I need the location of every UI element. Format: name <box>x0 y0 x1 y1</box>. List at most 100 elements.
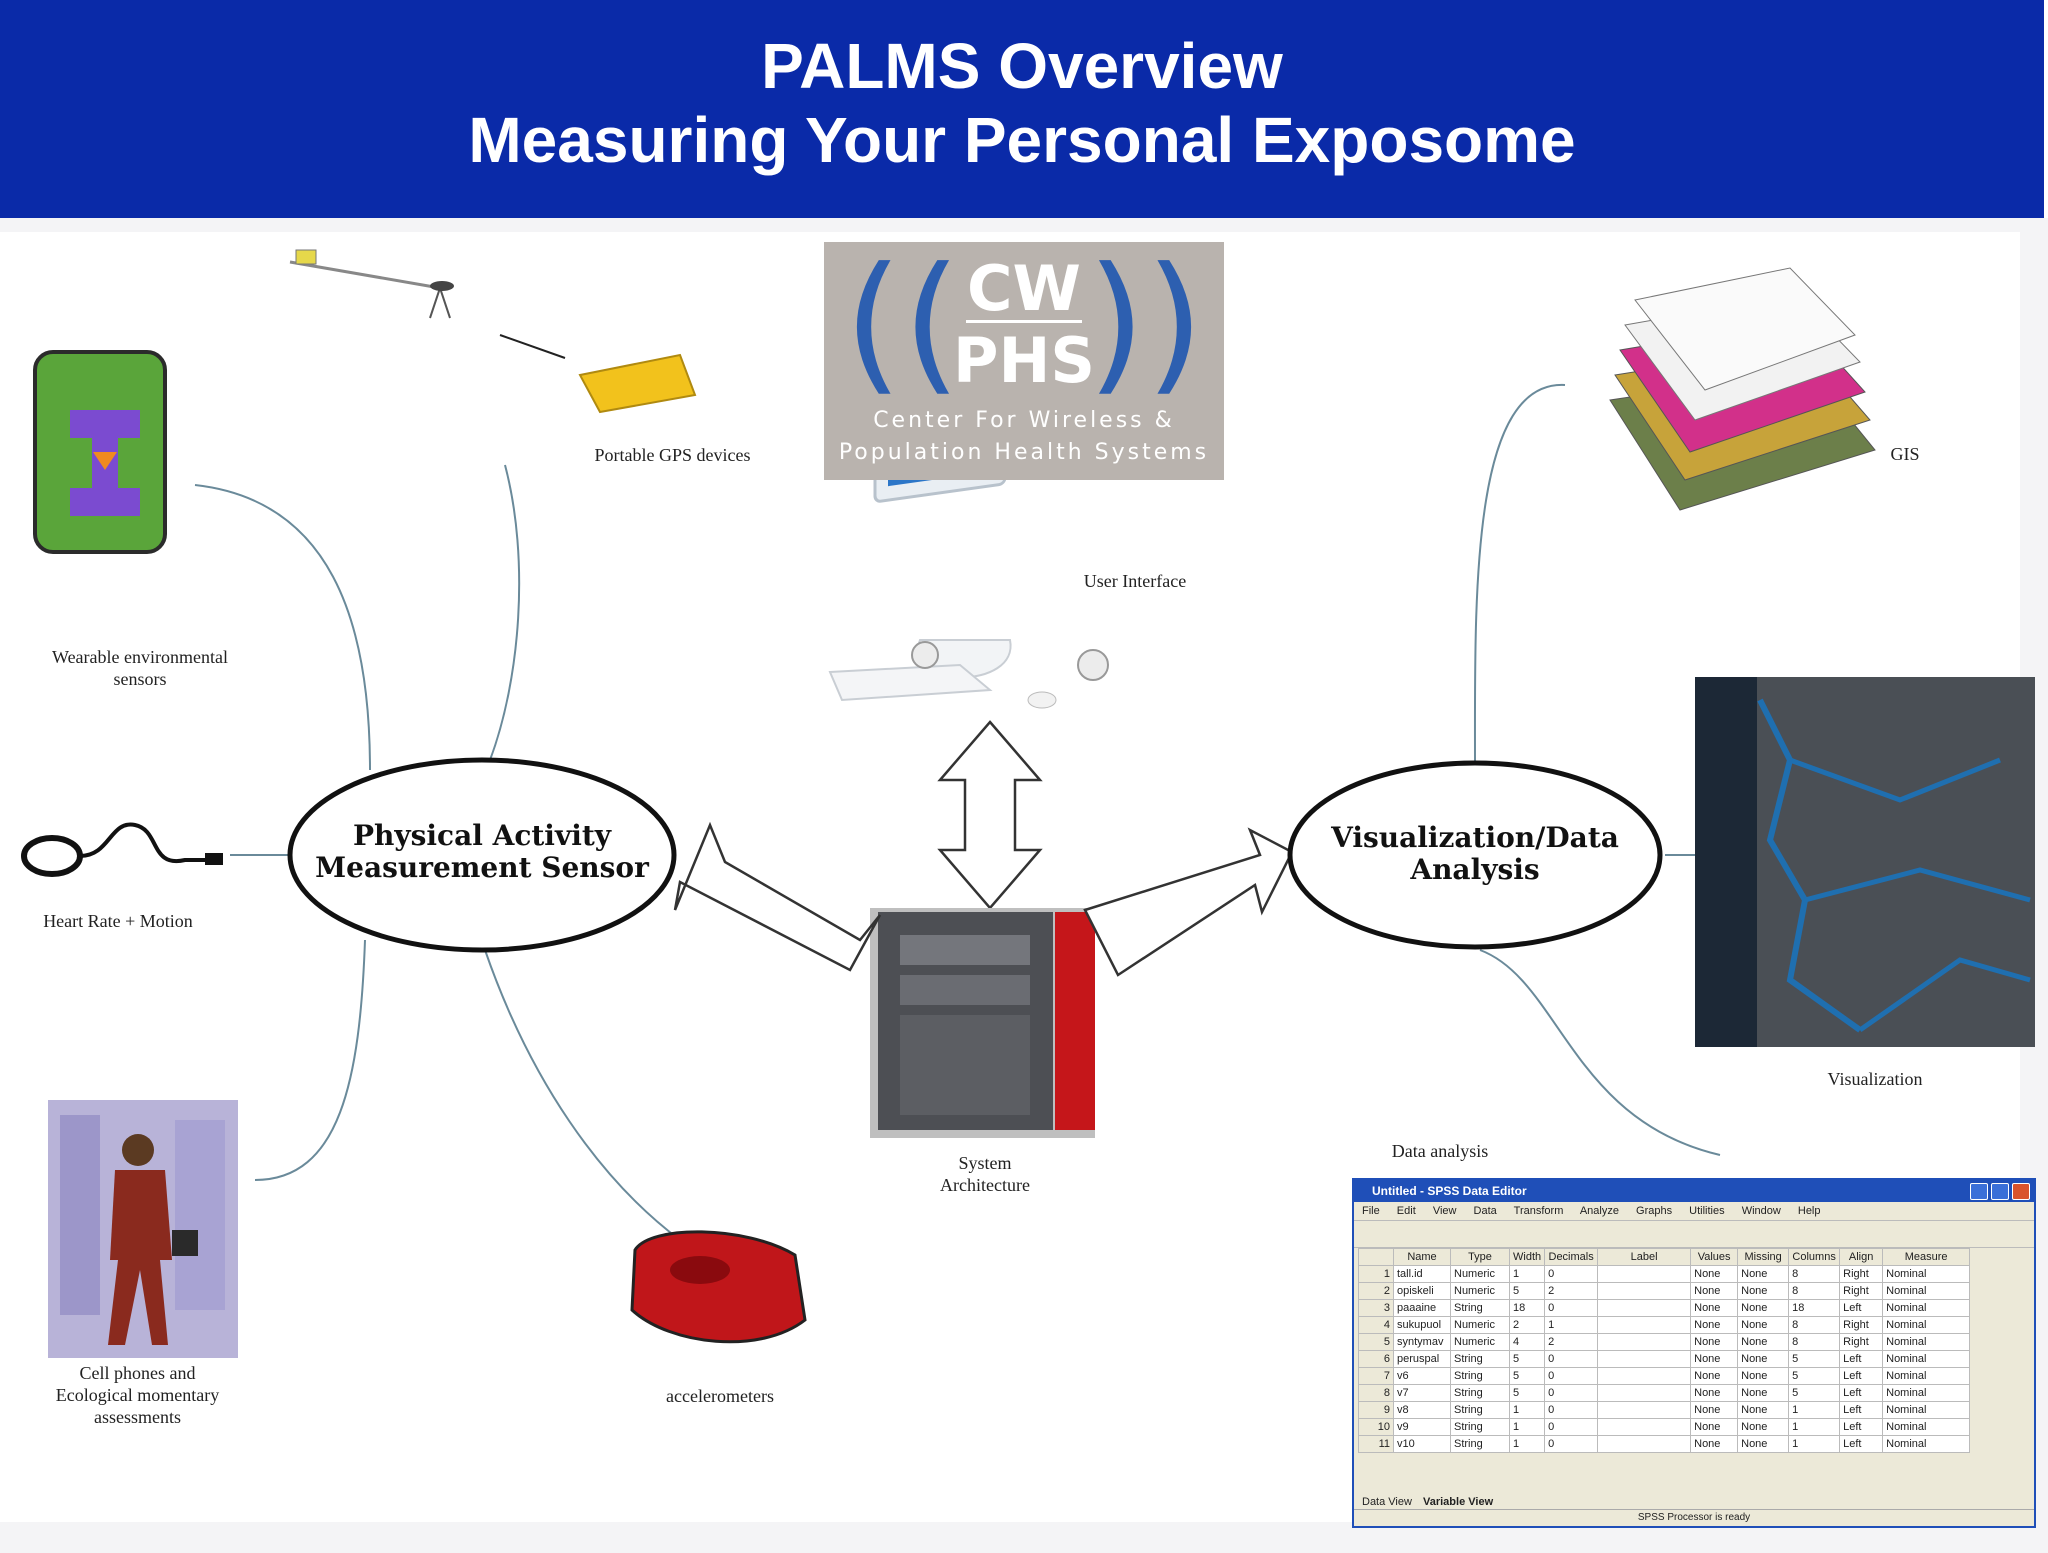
table-cell[interactable]: 4 <box>1358 1316 1394 1334</box>
table-cell[interactable]: v6 <box>1393 1367 1451 1385</box>
table-cell[interactable]: Nominal <box>1882 1350 1971 1368</box>
table-cell[interactable]: None <box>1737 1401 1790 1419</box>
table-cell[interactable] <box>1597 1384 1692 1402</box>
table-cell[interactable]: None <box>1690 1333 1739 1351</box>
table-cell[interactable]: 7 <box>1358 1367 1394 1385</box>
table-cell[interactable]: Nominal <box>1882 1282 1971 1300</box>
table-cell[interactable]: 1 <box>1358 1265 1394 1283</box>
table-cell[interactable]: Nominal <box>1882 1384 1971 1402</box>
table-cell[interactable]: 3 <box>1358 1299 1394 1317</box>
table-cell[interactable]: 10 <box>1358 1418 1394 1436</box>
table-cell[interactable]: None <box>1690 1401 1739 1419</box>
menu-transform[interactable]: Transform <box>1513 1205 1564 1217</box>
table-cell[interactable]: 0 <box>1544 1384 1599 1402</box>
table-cell[interactable]: None <box>1737 1316 1790 1334</box>
table-cell[interactable]: 8 <box>1788 1316 1841 1334</box>
table-cell[interactable]: String <box>1450 1350 1510 1368</box>
menu-window[interactable]: Window <box>1741 1205 1781 1217</box>
table-cell[interactable]: v10 <box>1393 1435 1451 1453</box>
table-cell[interactable]: 18 <box>1508 1299 1546 1317</box>
table-cell[interactable]: None <box>1737 1384 1790 1402</box>
table-cell[interactable]: None <box>1690 1299 1739 1317</box>
tab-variable-view[interactable]: Variable View <box>1423 1496 1494 1508</box>
table-cell[interactable]: Nominal <box>1882 1418 1971 1436</box>
table-cell[interactable] <box>1597 1435 1692 1453</box>
menu-edit[interactable]: Edit <box>1396 1205 1416 1217</box>
table-cell[interactable]: None <box>1737 1350 1790 1368</box>
table-cell[interactable]: 1 <box>1544 1316 1599 1334</box>
table-cell[interactable] <box>1597 1282 1692 1300</box>
table-cell[interactable]: Right <box>1839 1333 1884 1351</box>
table-cell[interactable]: None <box>1737 1282 1790 1300</box>
table-cell[interactable] <box>1597 1299 1692 1317</box>
minimize-icon[interactable] <box>1970 1183 1988 1200</box>
table-cell[interactable]: 8 <box>1788 1333 1841 1351</box>
table-cell[interactable]: 1 <box>1788 1435 1841 1453</box>
table-cell[interactable]: Numeric <box>1450 1316 1510 1334</box>
table-cell[interactable]: 1 <box>1788 1401 1841 1419</box>
table-cell[interactable]: None <box>1690 1384 1739 1402</box>
table-cell[interactable]: 0 <box>1544 1401 1599 1419</box>
table-cell[interactable]: paaaine <box>1393 1299 1451 1317</box>
table-cell[interactable]: Numeric <box>1450 1333 1510 1351</box>
table-cell[interactable]: 1 <box>1508 1265 1546 1283</box>
table-cell[interactable]: None <box>1737 1367 1790 1385</box>
table-cell[interactable]: String <box>1450 1299 1510 1317</box>
table-cell[interactable]: String <box>1450 1367 1510 1385</box>
table-cell[interactable] <box>1597 1265 1692 1283</box>
table-cell[interactable]: Nominal <box>1882 1435 1971 1453</box>
table-cell[interactable]: 0 <box>1544 1367 1599 1385</box>
table-cell[interactable]: 2 <box>1358 1282 1394 1300</box>
table-cell[interactable]: None <box>1690 1316 1739 1334</box>
table-cell[interactable]: Right <box>1839 1316 1884 1334</box>
table-cell[interactable]: 1 <box>1788 1418 1841 1436</box>
table-cell[interactable]: None <box>1690 1265 1739 1283</box>
table-cell[interactable]: 2 <box>1508 1316 1546 1334</box>
table-cell[interactable]: None <box>1690 1350 1739 1368</box>
table-cell[interactable]: 0 <box>1544 1299 1599 1317</box>
table-cell[interactable] <box>1597 1316 1692 1334</box>
menu-graphs[interactable]: Graphs <box>1636 1205 1673 1217</box>
table-cell[interactable]: None <box>1690 1435 1739 1453</box>
table-cell[interactable]: 5 <box>1508 1367 1546 1385</box>
menu-utilities[interactable]: Utilities <box>1689 1205 1725 1217</box>
table-cell[interactable]: opiskeli <box>1393 1282 1451 1300</box>
table-cell[interactable]: Nominal <box>1882 1299 1971 1317</box>
table-cell[interactable]: Nominal <box>1882 1401 1971 1419</box>
table-cell[interactable]: String <box>1450 1418 1510 1436</box>
table-cell[interactable]: 5 <box>1508 1384 1546 1402</box>
table-cell[interactable]: None <box>1690 1282 1739 1300</box>
menu-file[interactable]: File <box>1362 1205 1380 1217</box>
close-icon[interactable] <box>2012 1183 2030 1200</box>
table-cell[interactable]: 5 <box>1358 1333 1394 1351</box>
table-cell[interactable]: Nominal <box>1882 1367 1971 1385</box>
table-cell[interactable] <box>1597 1418 1692 1436</box>
table-cell[interactable]: 18 <box>1788 1299 1841 1317</box>
table-cell[interactable]: Left <box>1839 1299 1884 1317</box>
table-cell[interactable]: 1 <box>1508 1435 1546 1453</box>
table-cell[interactable]: peruspal <box>1393 1350 1451 1368</box>
table-cell[interactable]: 5 <box>1788 1367 1841 1385</box>
table-cell[interactable]: 2 <box>1544 1282 1599 1300</box>
table-cell[interactable]: Numeric <box>1450 1265 1510 1283</box>
table-cell[interactable]: Left <box>1839 1367 1884 1385</box>
table-cell[interactable]: 5 <box>1508 1350 1546 1368</box>
table-cell[interactable]: 8 <box>1788 1265 1841 1283</box>
table-cell[interactable]: sukupuol <box>1393 1316 1451 1334</box>
table-cell[interactable]: Left <box>1839 1384 1884 1402</box>
maximize-icon[interactable] <box>1991 1183 2009 1200</box>
table-cell[interactable]: Nominal <box>1882 1333 1971 1351</box>
table-cell[interactable]: 6 <box>1358 1350 1394 1368</box>
table-cell[interactable]: 5 <box>1788 1384 1841 1402</box>
table-cell[interactable]: Nominal <box>1882 1265 1971 1283</box>
table-cell[interactable]: 11 <box>1358 1435 1394 1453</box>
table-cell[interactable]: Nominal <box>1882 1316 1971 1334</box>
table-cell[interactable]: tall.id <box>1393 1265 1451 1283</box>
table-cell[interactable]: syntymav <box>1393 1333 1451 1351</box>
table-cell[interactable]: 0 <box>1544 1418 1599 1436</box>
table-cell[interactable]: Left <box>1839 1350 1884 1368</box>
table-cell[interactable]: Right <box>1839 1265 1884 1283</box>
table-cell[interactable]: 0 <box>1544 1265 1599 1283</box>
table-cell[interactable]: None <box>1690 1418 1739 1436</box>
table-cell[interactable]: 0 <box>1544 1435 1599 1453</box>
